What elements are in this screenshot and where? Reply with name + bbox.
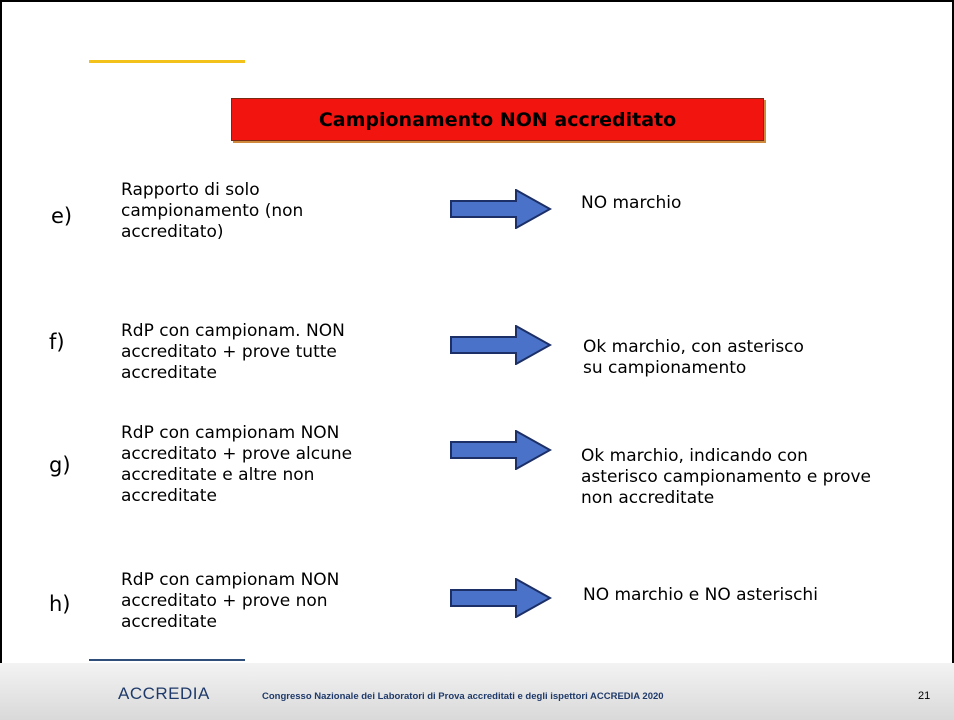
row-letter-h: h): [49, 592, 71, 616]
row-result-line: NO marchio: [581, 193, 682, 213]
row-description-line: accreditato + prove tutte: [121, 342, 337, 362]
row-result-line: non accreditate: [581, 488, 715, 508]
row-letter-g: g): [49, 453, 71, 477]
row-description-line: RdP con campionam. NON: [121, 321, 345, 341]
row-result-line: asterisco campionamento e prove: [581, 467, 872, 487]
row-result-line: Ok marchio, indicando con: [581, 446, 808, 466]
row-result-f: Ok marchio, con asterisco su campionamen…: [583, 337, 804, 379]
slide-border-left: [0, 0, 2, 720]
footer-bar: [0, 663, 954, 720]
row-description-line: RdP con campionam NON: [121, 423, 340, 443]
row-description-line: accreditate: [121, 363, 217, 383]
row-description-line: accreditate e altre non: [121, 465, 315, 485]
row-description-f: RdP con campionam. NON accreditato + pro…: [121, 321, 345, 384]
row-description-line: accreditate: [121, 486, 217, 506]
slide-border-right: [952, 0, 954, 720]
title-accent-line: [89, 60, 245, 63]
row-result-line: Ok marchio, con asterisco: [583, 337, 804, 357]
accredia-logo: ACCREDIA: [118, 684, 210, 703]
row-description-line: RdP con campionam NON: [121, 570, 340, 590]
row-result-line: su campionamento: [583, 358, 747, 378]
row-letter-e: e): [51, 204, 73, 228]
row-description-line: campionamento (non: [121, 201, 304, 221]
row-result-line: NO marchio e NO asterischi: [583, 585, 818, 605]
row-description-line: accreditato + prove non: [121, 591, 328, 611]
row-description-line: accreditato + prove alcune: [121, 444, 353, 464]
row-description-e: Rapporto di solo campionamento (non accr…: [121, 180, 303, 243]
row-description-line: Rapporto di solo: [121, 180, 260, 200]
arrow-right-icon: [450, 325, 552, 365]
row-description-g: RdP con campionam NON accreditato + prov…: [121, 423, 352, 507]
slide-title: Campionamento NON accreditato: [231, 98, 764, 141]
arrow-right-icon: [450, 189, 552, 229]
row-letter-f: f): [49, 330, 65, 354]
arrow-right-icon: [450, 430, 552, 470]
row-result-g: Ok marchio, indicando con asterisco camp…: [581, 446, 871, 509]
footer-caption: Congresso Nazionale dei Laboratori di Pr…: [262, 691, 664, 702]
row-description-h: RdP con campionam NON accreditato + prov…: [121, 570, 339, 633]
slide-border-top: [0, 0, 954, 2]
arrow-right-icon: [450, 578, 552, 618]
footer-accent-line: [89, 659, 245, 661]
row-result-e: NO marchio: [581, 193, 681, 214]
page-number: 21: [918, 690, 931, 702]
row-description-line: accreditate: [121, 612, 217, 632]
row-description-line: accreditato): [121, 222, 224, 242]
row-result-h: NO marchio e NO asterischi: [583, 585, 818, 606]
